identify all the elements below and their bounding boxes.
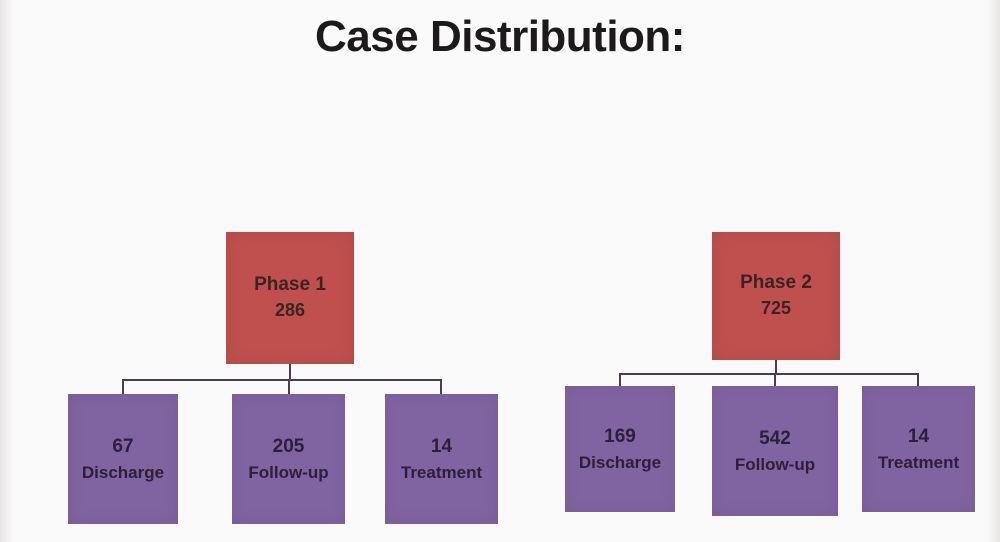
phase1-connector-drop-3 [440, 379, 442, 395]
phase2-connector-drop-3 [917, 373, 919, 387]
phase2-discharge-label: Discharge [578, 452, 662, 472]
phase2-root-node: Phase 2 725 [712, 232, 840, 360]
phase2-discharge-node: 169 Discharge [565, 386, 675, 512]
phase2-treatment-node: 14 Treatment [862, 386, 975, 512]
phase2-connector-drop-1 [619, 373, 621, 387]
phase1-followup-value: 205 [272, 435, 305, 457]
phase2-root-value: 725 [760, 298, 792, 319]
phase2-discharge-value: 169 [604, 425, 636, 447]
phase1-root-node: Phase 1 286 [226, 232, 354, 364]
phase1-connector-stem [289, 364, 291, 380]
phase2-connector-stem [775, 360, 777, 374]
phase1-followup-node: 205 Follow-up [232, 394, 345, 524]
phase2-followup-label: Follow-up [734, 454, 816, 474]
phase2-connector-rail [619, 373, 919, 375]
phase1-followup-label: Follow-up [248, 462, 329, 482]
phase2-followup-node: 542 Follow-up [712, 386, 838, 516]
phase1-treatment-value: 14 [430, 435, 453, 457]
phase1-discharge-node: 67 Discharge [68, 394, 178, 524]
phase1-root-value: 286 [274, 300, 306, 321]
page-title: Case Distribution: [315, 12, 685, 61]
phase1-discharge-value: 67 [112, 435, 134, 457]
phase1-treatment-node: 14 Treatment [385, 394, 498, 524]
phase1-discharge-label: Discharge [81, 462, 165, 482]
phase2-connector-drop-2 [774, 373, 776, 387]
phase1-root-label: Phase 1 [254, 274, 326, 296]
phase1-treatment-label: Treatment [400, 462, 483, 482]
phase2-treatment-value: 14 [907, 425, 930, 447]
phase2-followup-value: 542 [759, 427, 791, 449]
phase1-connector-drop-2 [288, 379, 290, 395]
phase2-treatment-label: Treatment [877, 452, 960, 472]
phase1-connector-rail [122, 379, 442, 381]
phase1-connector-drop-1 [122, 379, 124, 395]
phase2-root-label: Phase 2 [740, 272, 812, 294]
